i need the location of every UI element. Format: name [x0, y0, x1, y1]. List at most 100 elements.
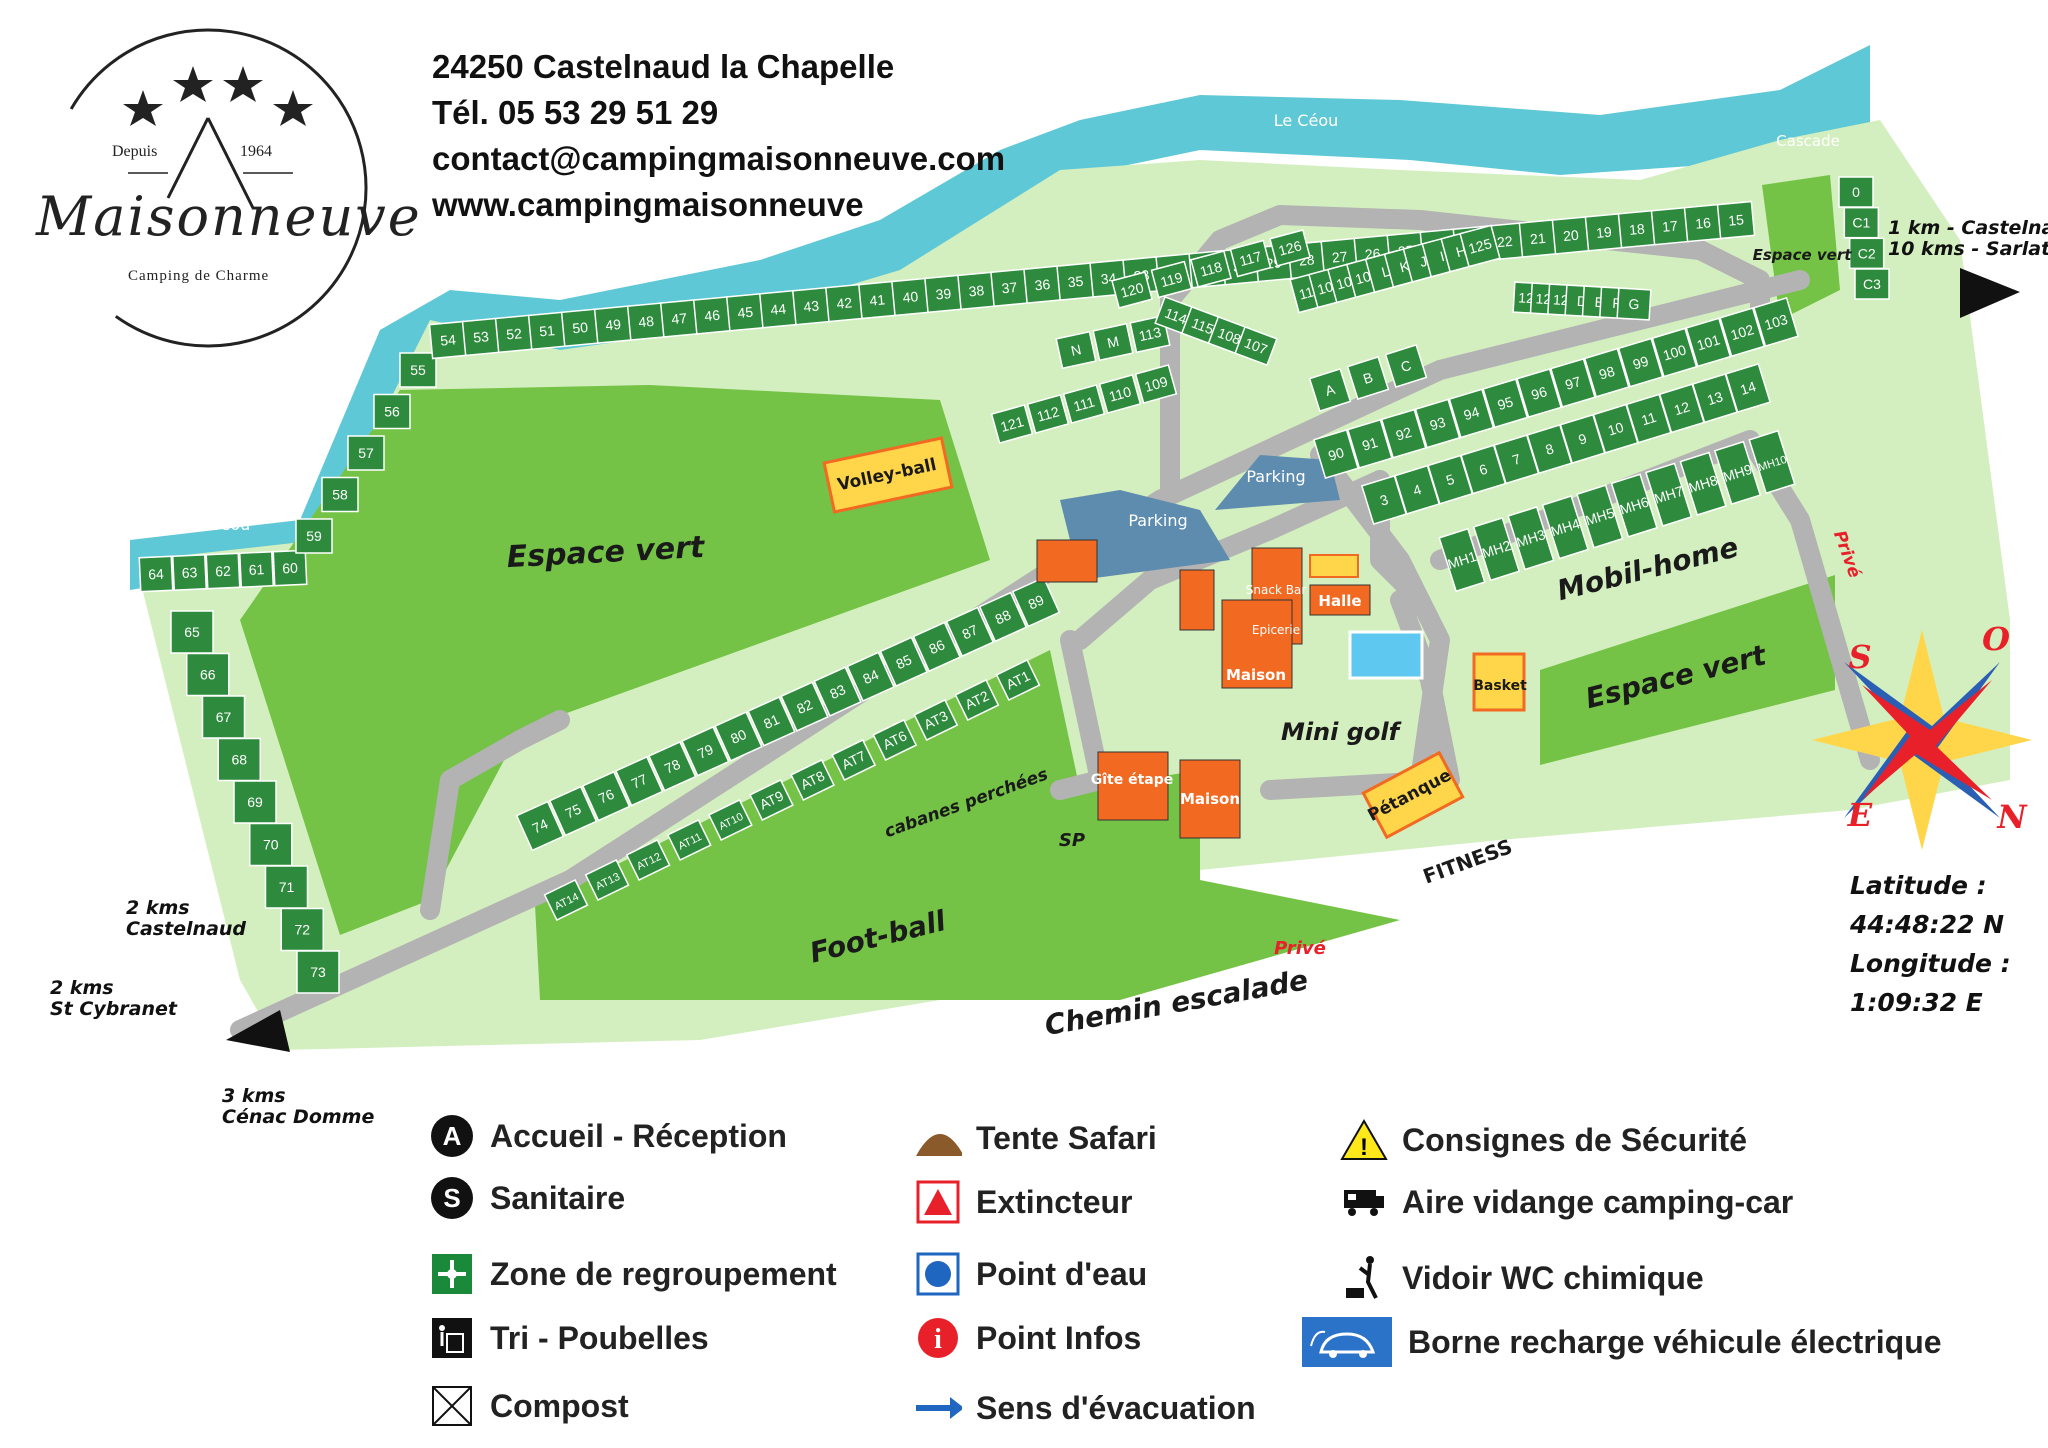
star-icon	[273, 90, 313, 126]
pitch-label: 102	[1729, 321, 1756, 343]
pitch-111: 111	[1062, 384, 1106, 424]
warning-icon: !	[1340, 1116, 1388, 1164]
pitch-98: 98	[1583, 347, 1630, 398]
pitch-4: 4	[1394, 464, 1441, 515]
svg-text:i: i	[934, 1324, 942, 1355]
pitch-90: 90	[1313, 429, 1359, 479]
pitch-label: 108	[1216, 324, 1244, 347]
pitch-47: 47	[659, 299, 699, 338]
pitch-label: 100	[1661, 341, 1688, 363]
pitch-59: 59	[295, 518, 333, 554]
pitch-77: 77	[614, 755, 664, 807]
pitch-36: 36	[1023, 265, 1062, 304]
pitch-14: 14	[1724, 362, 1772, 414]
pitch-75: 75	[548, 785, 598, 837]
road-arrow-east-icon	[1960, 268, 2020, 318]
evacuation-arrow-icon	[914, 1384, 962, 1432]
svg-text:A: A	[443, 1121, 462, 1151]
pitch-label: 110	[1107, 383, 1133, 404]
pitch-125: 125	[1459, 224, 1501, 268]
pitch-label: C3	[1863, 276, 1881, 292]
maison-building-2	[1179, 759, 1241, 839]
pitch-label: 22	[1496, 233, 1513, 250]
compost-icon	[428, 1382, 476, 1430]
pitch-label: 11	[1639, 409, 1658, 429]
pitch-label: J	[1418, 253, 1429, 270]
pitch-46: 46	[692, 296, 732, 335]
website-link[interactable]: www.campingmaisonneuve	[432, 186, 864, 223]
phone: Tél. 05 53 29 51 29	[432, 94, 719, 131]
map-label-mini-golf: Mini golf	[1281, 718, 1402, 746]
direction-west-2: 2 kms St Cybranet	[50, 977, 177, 1020]
map-label-halle: Halle	[1318, 592, 1361, 610]
map-label-prive1: Privé	[1274, 938, 1326, 959]
pitch-20: 20	[1551, 216, 1591, 255]
pitch-87: 87	[945, 606, 995, 658]
pitch-69: 69	[233, 780, 277, 824]
legend-evacuation: Sens d'évacuation	[914, 1384, 1256, 1432]
pitch-label: 48	[638, 313, 655, 330]
pitch-N: N	[1055, 330, 1097, 370]
pitch-G: G	[1616, 287, 1652, 321]
halle-yellow	[1309, 554, 1359, 578]
pitch-MH4: MH4	[1541, 495, 1590, 560]
pitch-AT3: AT3	[913, 698, 959, 742]
pitch-label: 56	[384, 404, 400, 420]
pitch-label: 103	[1763, 311, 1790, 333]
pitch-label: 115	[1189, 315, 1216, 338]
svg-text:S: S	[443, 1183, 460, 1213]
pitch-70: 70	[249, 822, 293, 867]
pitch-label: 93	[1428, 414, 1448, 434]
trash-icon	[428, 1314, 476, 1362]
pitch-label: L	[1380, 263, 1392, 281]
pitch-label: 109	[1143, 373, 1170, 395]
pitch-label: 113	[1137, 324, 1162, 344]
email-link[interactable]: contact@campingmaisonneuve.com	[432, 140, 1006, 177]
basket-court	[1472, 652, 1526, 712]
pitch-label: 120	[1119, 279, 1146, 301]
pitch-102: 102	[1719, 307, 1766, 358]
pitch-AT11: AT11	[666, 818, 712, 862]
pitch-label: 47	[671, 310, 688, 327]
pitch-80: 80	[714, 711, 763, 762]
pitch-M: M	[1092, 322, 1134, 362]
pitch-121: 121	[990, 404, 1034, 444]
map-label-basket: Basket	[1473, 678, 1527, 694]
pitch-label: 78	[662, 756, 683, 777]
compass-letter-s: S	[1848, 638, 1871, 676]
pitch-label: 97	[1563, 373, 1583, 393]
pitch-label: 38	[968, 282, 985, 299]
legend-sanitaire: S Sanitaire	[428, 1174, 625, 1222]
pitch-label: 64	[148, 566, 164, 583]
legend-accueil: A Accueil - Réception	[428, 1112, 787, 1160]
pitch-40: 40	[891, 277, 930, 317]
pitch-17: 17	[1650, 206, 1690, 246]
pitch-39: 39	[924, 274, 963, 314]
pitch-label: 50	[572, 319, 589, 336]
pitch-15: 15	[1716, 200, 1756, 240]
map-label-sp: SP	[1059, 830, 1085, 851]
pitch-label: 65	[184, 624, 200, 640]
petanque-court	[1361, 750, 1465, 840]
map-label-cascade: Cascade	[1776, 132, 1840, 150]
pitch-AT9: AT9	[749, 778, 794, 822]
pitch-label: 117	[1238, 248, 1264, 269]
pitch-93: 93	[1414, 398, 1461, 449]
pitch-label: M	[1106, 333, 1121, 351]
pitch-50: 50	[560, 308, 600, 348]
pitch-AT6: AT6	[872, 718, 918, 762]
map-label-snack: Snack Bar	[1246, 583, 1307, 597]
foot-ball-field	[535, 650, 1400, 1000]
pitch-label: 72	[294, 922, 310, 938]
legend-regroupement: Zone de regroupement	[428, 1250, 837, 1298]
pitch-label: 70	[263, 837, 279, 853]
pitch-107: 107	[1234, 325, 1278, 367]
map-label-maison1: Maison	[1226, 666, 1286, 684]
pitch-label: 54	[440, 331, 457, 348]
pitch-82: 82	[780, 681, 829, 732]
pitch-101: 101	[1685, 317, 1732, 368]
pitch-56: 56	[373, 393, 411, 430]
sanitaire-a-building	[1179, 569, 1215, 631]
